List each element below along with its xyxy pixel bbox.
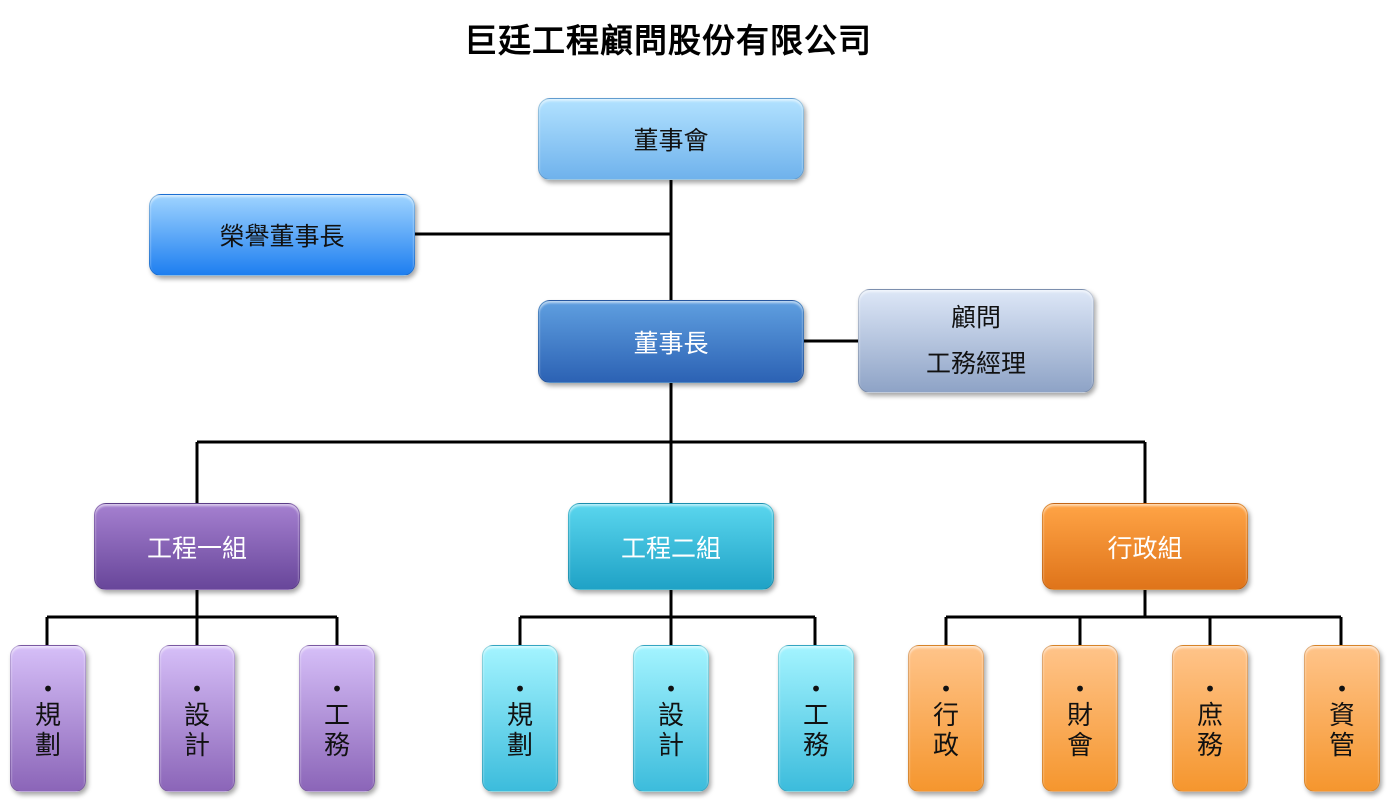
- unit-box: •庶務: [1172, 645, 1248, 792]
- unit-char: 劃: [506, 730, 533, 761]
- chairman-box: 董事長: [538, 300, 804, 383]
- group-box-engineering-2: 工程二組: [568, 503, 774, 590]
- group-label: 工程二組: [620, 533, 721, 563]
- unit-char: 工: [802, 700, 829, 731]
- unit-box: •規劃: [482, 645, 558, 792]
- bullet-icon: •: [940, 676, 952, 701]
- lines-group3-units: [944, 590, 1343, 645]
- unit-char: 設: [657, 700, 684, 731]
- lines-group2-units: [518, 590, 817, 645]
- unit-box: •設計: [159, 645, 235, 792]
- unit-box: •工務: [299, 645, 375, 792]
- honorary-chairman-label: 榮譽董事長: [219, 222, 345, 251]
- bullet-icon: •: [42, 676, 54, 701]
- unit-char: 行: [932, 700, 959, 731]
- chairman-label: 董事長: [633, 328, 709, 358]
- board-box: 董事會: [538, 98, 804, 180]
- bullet-icon: •: [1204, 676, 1216, 701]
- unit-box: •行政: [908, 645, 984, 792]
- unit-char: 計: [183, 730, 210, 761]
- unit-box: •規劃: [10, 645, 86, 792]
- advisor-box: 顧問 工務經理: [858, 289, 1094, 393]
- group-label: 行政組: [1107, 533, 1183, 563]
- unit-char: 資: [1328, 700, 1355, 731]
- company-title: 巨廷工程顧問股份有限公司: [464, 21, 872, 60]
- unit-char: 管: [1328, 730, 1355, 761]
- bullet-icon: •: [331, 676, 343, 701]
- bullet-icon: •: [1074, 676, 1086, 701]
- unit-char: 務: [802, 730, 829, 761]
- unit-char: 庶: [1196, 700, 1223, 731]
- group-box-administration: 行政組: [1042, 503, 1248, 590]
- unit-char: 財: [1066, 700, 1093, 731]
- advisor-label: 顧問: [950, 303, 1001, 332]
- unit-box: •資管: [1304, 645, 1380, 792]
- unit-char: 設: [183, 700, 210, 731]
- unit-char: 計: [657, 730, 684, 761]
- unit-char: 政: [932, 730, 959, 761]
- unit-char: 劃: [34, 730, 61, 761]
- board-label: 董事會: [633, 126, 709, 155]
- group-box-engineering-1: 工程一組: [94, 503, 300, 590]
- unit-char: 務: [323, 730, 350, 761]
- bullet-icon: •: [1336, 676, 1348, 701]
- bullet-icon: •: [665, 676, 677, 701]
- unit-char: 規: [34, 700, 61, 731]
- unit-char: 務: [1196, 730, 1223, 761]
- group-label: 工程一組: [146, 533, 247, 563]
- unit-char: 規: [506, 700, 533, 731]
- bullet-icon: •: [514, 676, 526, 701]
- unit-char: 工: [323, 700, 350, 731]
- bullet-icon: •: [810, 676, 822, 701]
- unit-box: •工務: [778, 645, 854, 792]
- honorary-chairman-box: 榮譽董事長: [149, 194, 415, 276]
- lines-group1-units: [45, 590, 339, 645]
- bullet-icon: •: [191, 676, 203, 701]
- engineering-manager-label: 工務經理: [925, 349, 1026, 378]
- unit-box: •設計: [633, 645, 709, 792]
- unit-box: •財會: [1042, 645, 1118, 792]
- unit-char: 會: [1066, 730, 1093, 761]
